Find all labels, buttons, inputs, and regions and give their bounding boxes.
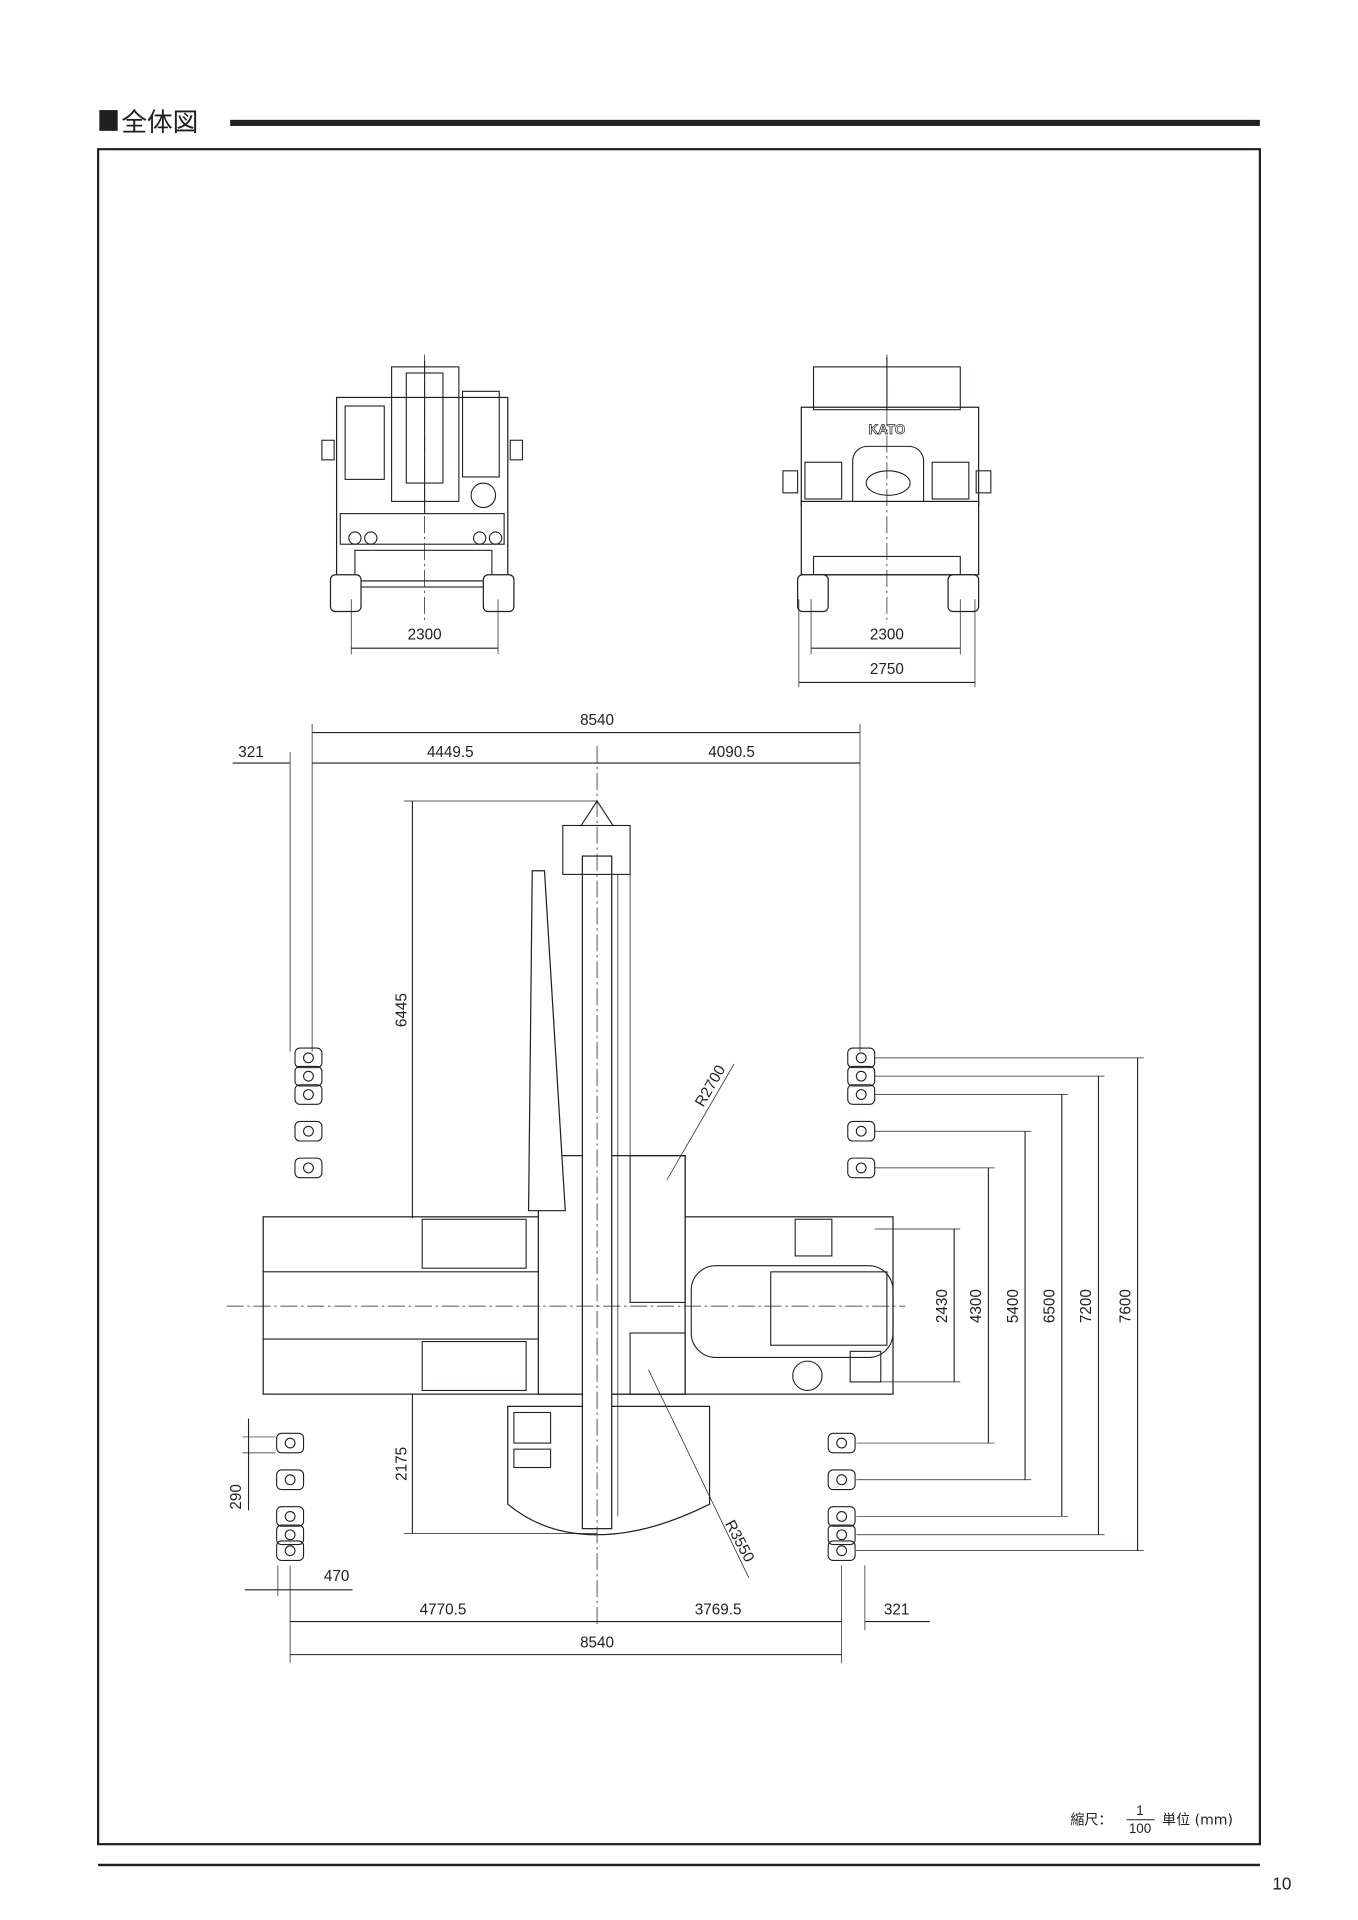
top-view: 8540 321 4449.5 4090.5 6445 2175 R2700 R… — [226, 712, 1144, 1664]
header-rule — [230, 119, 1260, 126]
rear-view: 2300 — [321, 354, 524, 655]
dim-bottom-right: 3769.5 — [695, 1601, 742, 1618]
scale-numerator: 1 — [1136, 1803, 1143, 1818]
dim-span-1: 2430 — [934, 1289, 951, 1323]
dim-offset-bottom-right: 321 — [884, 1601, 909, 1618]
dim-overall-top: 8540 — [580, 712, 614, 729]
dim-tail-length: 2175 — [393, 1447, 410, 1481]
unit-label: 単位 (mm) — [1162, 1813, 1233, 1829]
dim-pad-offset: 470 — [324, 1568, 349, 1585]
page-title: 全体図 — [121, 108, 198, 138]
dim-span-2: 4300 — [968, 1289, 985, 1323]
outrigger-span-dims: 2430 4300 5400 6500 7200 7600 — [856, 1057, 1144, 1552]
front-track-dim: 2300 — [870, 627, 904, 644]
front-view: KATO 2300 2750 — [782, 354, 992, 688]
dim-span-6: 7600 — [1117, 1289, 1134, 1323]
dim-offset-top-left: 321 — [238, 744, 263, 761]
scale-note: 縮尺： 1 100 単位 (mm) — [1070, 1803, 1233, 1836]
dim-center-to-rear-top: 4090.5 — [708, 744, 755, 761]
dim-overall-bottom: 8540 — [580, 1634, 614, 1651]
scale-denominator: 100 — [1129, 1821, 1151, 1836]
page-number: 10 — [1272, 1874, 1291, 1893]
footer-rule — [98, 1863, 1260, 1867]
dim-span-5: 7200 — [1078, 1289, 1095, 1323]
dim-span-3: 5400 — [1005, 1289, 1022, 1323]
square-icon — [99, 110, 118, 131]
dim-boom-length: 6445 — [393, 993, 410, 1027]
front-width-dim: 2750 — [870, 661, 904, 678]
dim-pad-pitch: 290 — [228, 1484, 245, 1509]
drawing-frame — [97, 148, 1261, 1846]
dim-radius-front: R2700 — [692, 1062, 729, 1109]
dim-span-4: 6500 — [1041, 1289, 1058, 1323]
dim-radius-tail: R3550 — [721, 1517, 757, 1565]
dim-front-to-center: 4449.5 — [427, 744, 474, 761]
scale-label: 縮尺： — [1070, 1813, 1112, 1829]
rear-track-dim: 2300 — [408, 627, 442, 644]
dim-bottom-left: 4770.5 — [420, 1601, 467, 1618]
